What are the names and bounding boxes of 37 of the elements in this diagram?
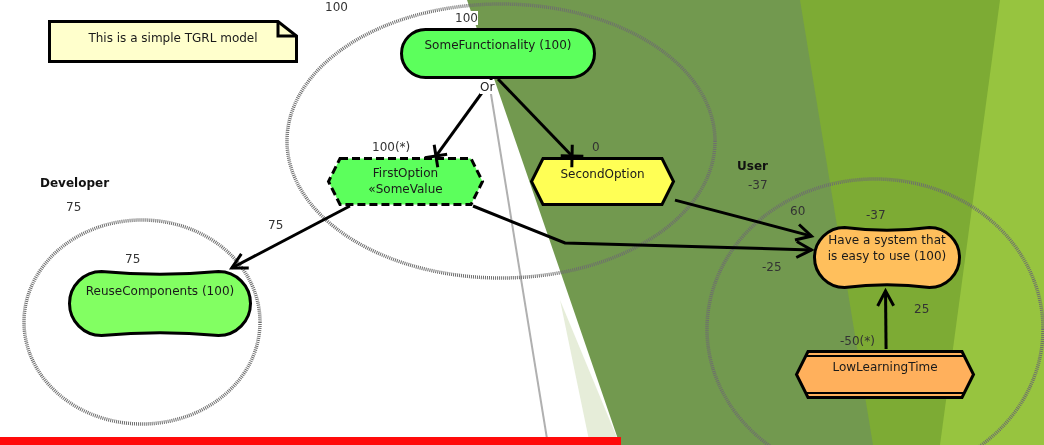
value-label: -37 <box>866 208 886 222</box>
task-hexagon <box>530 157 675 206</box>
edge-label: 75 <box>268 218 284 232</box>
value-label: -50(*) <box>840 334 875 348</box>
value-label: 0 <box>592 140 600 154</box>
value-label: 75 <box>66 200 82 214</box>
node-label: FirstOption «SomeValue <box>367 165 444 197</box>
task-hexagon <box>795 350 975 399</box>
node-label: SecondOption <box>560 166 645 182</box>
goal-box <box>813 226 961 289</box>
value-label: 100 <box>325 0 348 14</box>
contribution-arrow <box>230 204 351 270</box>
edge-label: -25 <box>762 260 782 274</box>
contribution-arrow <box>472 204 813 259</box>
value-label: -37 <box>748 178 768 192</box>
edge-label: 25 <box>914 302 930 316</box>
node-label: SomeFunctionality (100) <box>424 37 572 53</box>
value-label: 100 <box>455 11 478 25</box>
decomposition-link <box>496 77 585 169</box>
value-label: 100(*) <box>372 140 411 154</box>
node-label: This is a simple TGRL model <box>88 30 258 46</box>
goal-box <box>68 270 252 337</box>
decomposition-link <box>423 78 494 169</box>
operator-label: Or <box>480 80 495 94</box>
edge-label: 60 <box>790 204 806 218</box>
node-label: Have a system that is easy to use (100) <box>827 232 947 264</box>
actor-name: Developer <box>40 176 110 190</box>
value-label: 75 <box>125 252 141 266</box>
node-label: ReuseComponents (100) <box>85 283 235 299</box>
task-hexagon <box>327 157 484 206</box>
note-box <box>48 20 298 63</box>
contribution-arrow <box>876 289 896 350</box>
node-label: LowLearningTime <box>832 359 938 375</box>
actor-boundary <box>285 2 717 280</box>
actor-name: User <box>737 159 768 173</box>
goal-box <box>400 28 596 79</box>
contribution-arrow <box>674 198 813 242</box>
